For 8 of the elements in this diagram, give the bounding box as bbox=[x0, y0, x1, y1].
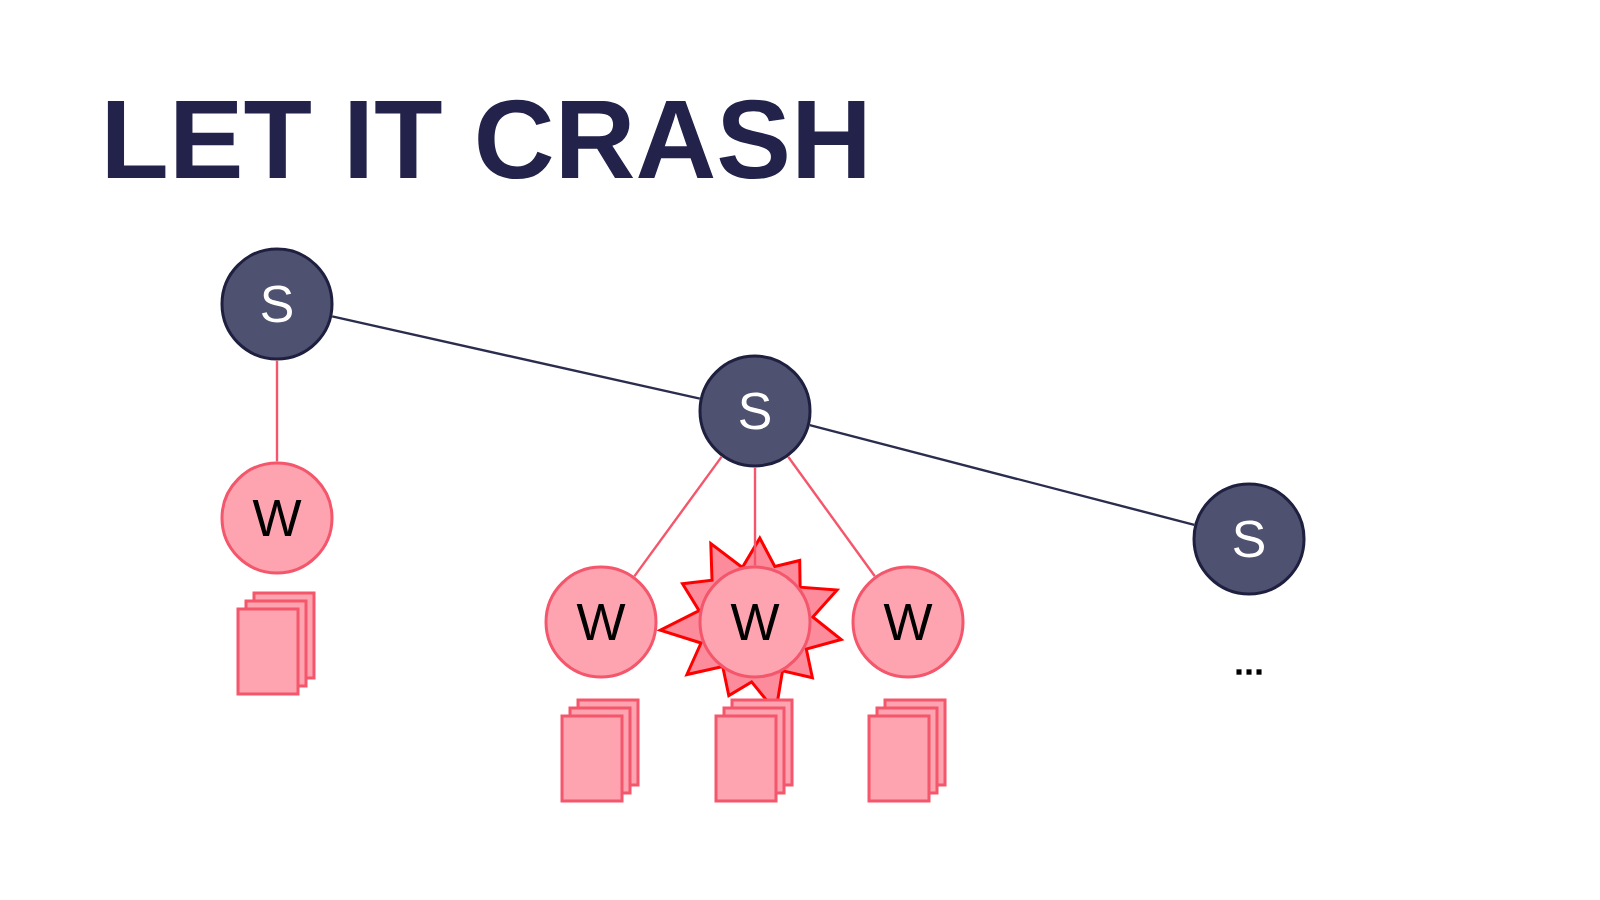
connector-line bbox=[787, 456, 876, 577]
connector-line bbox=[633, 455, 723, 578]
ellipsis-text: ... bbox=[1236, 669, 1262, 675]
connector-line bbox=[275, 360, 279, 462]
title: LET IT CRASH bbox=[107, 99, 865, 180]
connector-line bbox=[809, 424, 1195, 526]
connector-line bbox=[331, 315, 701, 400]
connector-line bbox=[753, 467, 757, 566]
